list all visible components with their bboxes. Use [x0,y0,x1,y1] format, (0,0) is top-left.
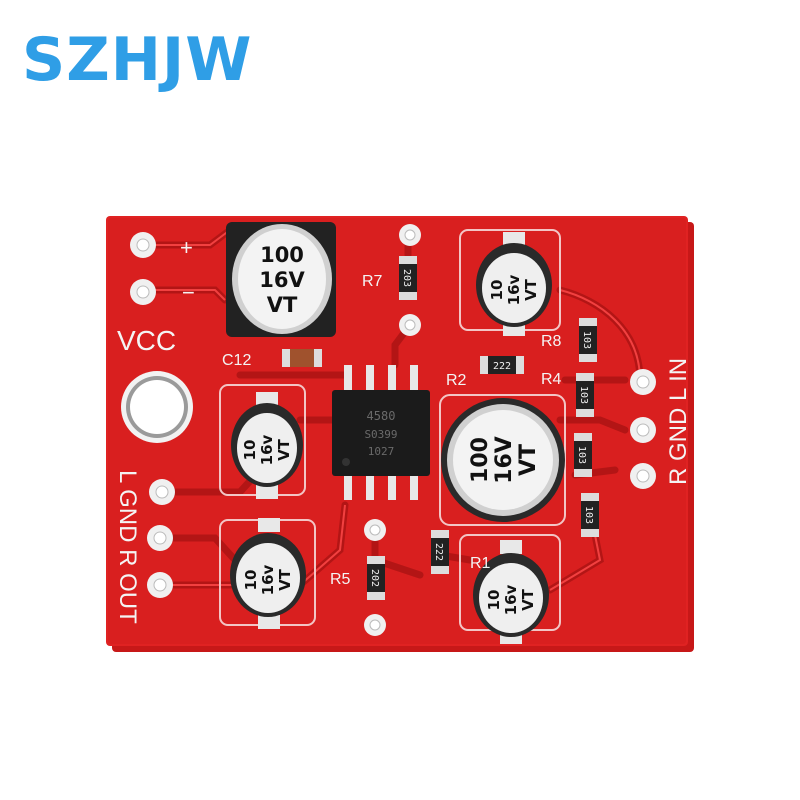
r8-code: 103 [581,331,592,349]
r5-code: 202 [369,569,380,587]
label-r2: R2 [446,372,467,389]
cap-big-right-line1: 100 [468,437,493,483]
cap-small-bottom-right-line1: 10 [485,590,503,611]
cap-big-right-line2: 16V [492,436,517,484]
solder-pad-icon [130,224,656,636]
cap-small-left-mid-line2: 16v [258,434,276,465]
chip-marking-line1: 4580 [367,409,396,423]
chip-marking-line2: S0399 [364,428,397,441]
cap-small-bottom-right-line3: VT [519,588,537,611]
label-minus: − [182,280,195,305]
smd-resistors: 203 222 103 103 103 103 202 222 [282,256,599,600]
cap-small-top-right-line1: 10 [488,280,506,301]
capacitor-small-bottom-right: 10 16v VT [473,540,549,644]
chip-marking-line3: 1027 [368,445,395,458]
label-in-connector: R GND L IN [665,358,692,485]
label-r1: R1 [470,555,491,572]
capacitor-small-top-right: 10 16v VT [476,232,552,336]
label-c12: C12 [222,352,251,369]
label-r8: R8 [541,333,562,350]
cap-small-left-mid-line3: VT [275,438,293,461]
cap-small-bottom-right-line2: 16v [502,584,520,615]
cap-big-top-line1: 100 [260,243,304,267]
cap-big-top-line2: 16V [259,268,305,292]
silkscreen-labels: VCC + − C12 R7 R2 R8 R4 R5 R1 R GND L IN… [114,235,692,624]
pcb-traces-light [143,229,641,591]
op-amp-chip: 4580 S0399 1027 [332,365,430,500]
r2-code: 222 [493,361,511,372]
mounting-hole-icon [121,371,193,443]
r1-code: 222 [433,543,444,561]
cap-small-left-bottom-line3: VT [276,568,294,591]
cap-big-top-line3: VT [267,293,298,317]
r3-code: 103 [576,446,587,464]
label-r4: R4 [541,371,562,388]
label-vcc: VCC [117,325,176,356]
capacitor-small-left-bottom: 10 16v VT [230,518,306,629]
cap-small-left-mid-line1: 10 [241,440,259,461]
r7-code: 203 [401,269,412,287]
capacitor-big-right: 100 16V VT [441,398,565,522]
cap-small-left-bottom-line1: 10 [242,570,260,591]
cap-small-top-right-line3: VT [522,278,540,301]
r4-code: 103 [578,386,589,404]
capacitor-big-top: 100 16V VT [226,222,336,337]
cap-small-left-bottom-line2: 16v [259,564,277,595]
cap-small-top-right-line2: 16v [505,274,523,305]
r6-code: 103 [583,506,594,524]
capacitor-small-left-mid: 10 16v VT [231,392,303,499]
cap-big-right-line3: VT [516,444,541,476]
brand-logo-text: SZHJW [22,25,253,95]
label-plus: + [180,235,193,260]
label-out-connector: L GND R OUT [114,470,141,624]
label-r5: R5 [330,571,351,588]
label-r7: R7 [362,273,383,290]
